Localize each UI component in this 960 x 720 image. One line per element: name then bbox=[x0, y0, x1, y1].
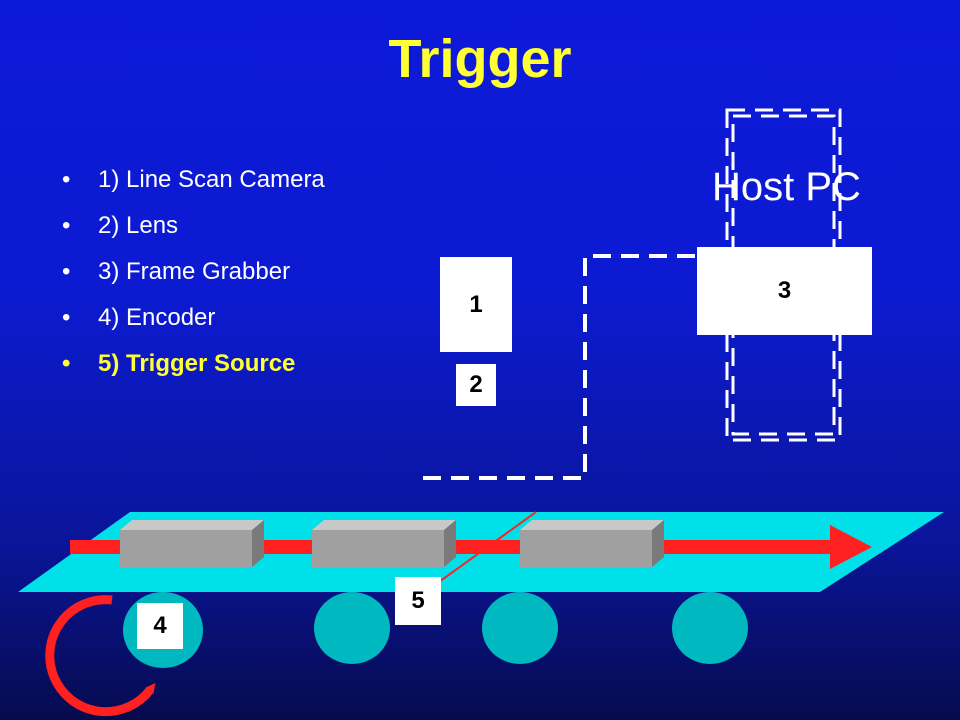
product-box bbox=[312, 520, 456, 567]
frame-grabber-box: 3 bbox=[697, 247, 872, 335]
bullet-icon: • bbox=[62, 304, 71, 331]
roller bbox=[672, 592, 748, 664]
slide-title: Trigger bbox=[388, 29, 572, 89]
host-pc-label: Host PC bbox=[712, 165, 861, 209]
bullet-icon: • bbox=[62, 350, 71, 377]
camera-box: 1 bbox=[440, 257, 512, 352]
list-item-highlighted: •5) Trigger Source bbox=[62, 344, 325, 390]
component-list: •1) Line Scan Camera •2) Lens •3) Frame … bbox=[62, 160, 325, 390]
encoder-box: 4 bbox=[137, 603, 183, 649]
trigger-beam bbox=[424, 511, 537, 593]
list-item: •4) Encoder bbox=[62, 298, 325, 344]
roller bbox=[314, 592, 390, 664]
list-item: •1) Line Scan Camera bbox=[62, 160, 325, 206]
product-box bbox=[120, 520, 264, 567]
list-item: •2) Lens bbox=[62, 206, 325, 252]
bullet-icon: • bbox=[62, 166, 71, 193]
bullet-icon: • bbox=[62, 258, 71, 285]
trigger-source-box: 5 bbox=[395, 577, 441, 625]
roller bbox=[482, 592, 558, 664]
encoder-rotation-arrow bbox=[45, 595, 156, 717]
product-box bbox=[520, 520, 664, 567]
bullet-icon: • bbox=[62, 212, 71, 239]
list-item: •3) Frame Grabber bbox=[62, 252, 325, 298]
lens-box: 2 bbox=[456, 364, 496, 406]
